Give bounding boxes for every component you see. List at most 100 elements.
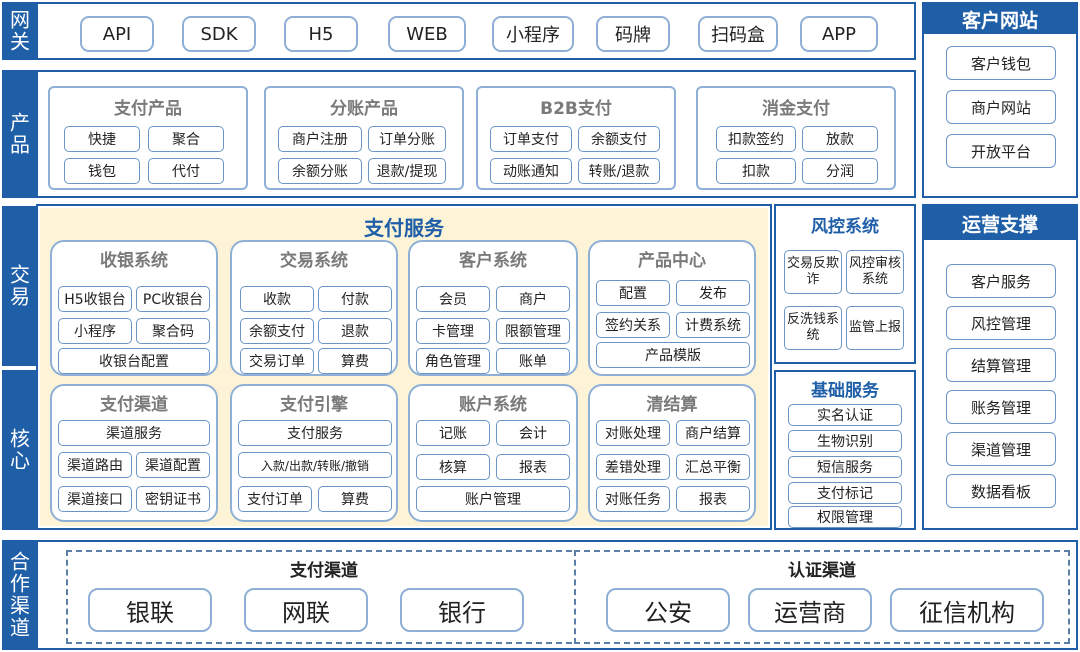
item-report[interactable]: 报表 (496, 454, 570, 480)
group-clearing-settlement: 清结算 对账处理 商户结算 差错处理 汇总平衡 对账任务 报表 (588, 384, 756, 522)
item-collect[interactable]: 收款 (240, 286, 314, 312)
item-transfer-refund[interactable]: 转账/退款 (578, 158, 660, 184)
pay-service-panel: 支付服务 收银系统 H5收银台 PC收银台 小程序 聚合码 收银台配置 交易系统… (40, 208, 768, 526)
item-pay-order[interactable]: 支付订单 (238, 486, 312, 512)
gateway-scan-box[interactable]: 扫码盒 (698, 16, 778, 52)
item-reconcile-task[interactable]: 对账任务 (596, 486, 670, 512)
item-channel-interface[interactable]: 渠道接口 (58, 486, 132, 512)
group-b2b-pay: B2B支付 订单支付 余额支付 动账通知 转账/退款 (476, 86, 676, 190)
item-anti-money-laundering[interactable]: 反洗钱系统 (784, 306, 842, 350)
item-refund[interactable]: 退款 (318, 318, 392, 344)
partner-credit-agency[interactable]: 征信机构 (890, 588, 1044, 632)
partner-unionpay[interactable]: 银联 (88, 588, 212, 632)
group-consumer-finance-pay: 消金支付 扣款签约 放款 扣款 分润 (696, 86, 896, 190)
item-payout[interactable]: 代付 (148, 158, 224, 184)
gateway-app[interactable]: APP (800, 16, 878, 52)
item-account-manage[interactable]: 账户管理 (416, 486, 570, 512)
item-cashier-config[interactable]: 收银台配置 (58, 348, 210, 374)
item-error-handle[interactable]: 差错处理 (596, 454, 670, 480)
group-customer-system: 客户系统 会员 商户 卡管理 限额管理 角色管理 账单 (408, 240, 578, 376)
item-ledger-manage[interactable]: 账务管理 (946, 390, 1056, 424)
item-bill[interactable]: 账单 (496, 348, 570, 374)
item-key-cert[interactable]: 密钥证书 (136, 486, 210, 512)
item-sms-service[interactable]: 短信服务 (788, 456, 902, 478)
partner-bank[interactable]: 银行 (400, 588, 524, 632)
item-order-split[interactable]: 订单分账 (368, 126, 446, 152)
item-balance-pay[interactable]: 余额支付 (240, 318, 314, 344)
item-permission-manage[interactable]: 权限管理 (788, 506, 902, 528)
item-pay-token[interactable]: 支付标记 (788, 482, 902, 504)
item-aggregate[interactable]: 聚合 (148, 126, 224, 152)
item-risk-review[interactable]: 风控审核系统 (846, 250, 904, 294)
group-title: 支付渠道 (100, 395, 168, 415)
item-channel-config[interactable]: 渠道配置 (136, 452, 210, 478)
item-merchant-register[interactable]: 商户注册 (278, 126, 362, 152)
item-balance-split[interactable]: 余额分账 (278, 158, 362, 184)
item-regulatory-report[interactable]: 监管上报 (846, 306, 904, 350)
ops-title: 运营支撑 (924, 206, 1076, 240)
merchant-site[interactable]: 商户网站 (946, 90, 1056, 124)
item-limit-manage[interactable]: 限额管理 (496, 318, 570, 344)
item-channel-manage[interactable]: 渠道管理 (946, 432, 1056, 466)
item-biometric[interactable]: 生物识别 (788, 430, 902, 452)
item-reconcile-calc[interactable]: 核算 (416, 454, 490, 480)
item-config[interactable]: 配置 (596, 280, 670, 306)
item-bookkeeping[interactable]: 记账 (416, 420, 490, 446)
item-debit-sign[interactable]: 扣款签约 (716, 126, 796, 152)
item-mini-program[interactable]: 小程序 (58, 318, 132, 344)
gateway-sdk[interactable]: SDK (182, 16, 256, 52)
item-order-pay[interactable]: 订单支付 (490, 126, 572, 152)
partner-carrier[interactable]: 运营商 (748, 588, 872, 632)
customer-wallet[interactable]: 客户钱包 (946, 46, 1056, 80)
open-platform[interactable]: 开放平台 (946, 134, 1056, 168)
item-fee-calc[interactable]: 算费 (318, 486, 392, 512)
gateway-mini-program[interactable]: 小程序 (492, 16, 574, 52)
partner-netsunion[interactable]: 网联 (244, 588, 368, 632)
item-aggregate-code[interactable]: 聚合码 (136, 318, 210, 344)
gateway-api[interactable]: API (80, 16, 154, 52)
item-channel-service[interactable]: 渠道服务 (58, 420, 210, 446)
item-debit[interactable]: 扣款 (716, 158, 796, 184)
partner-public-security[interactable]: 公安 (606, 588, 730, 632)
item-loan-release[interactable]: 放款 (802, 126, 878, 152)
side-label-core: 核心 (2, 370, 36, 530)
item-balance-pay[interactable]: 余额支付 (578, 126, 660, 152)
item-risk-manage[interactable]: 风控管理 (946, 306, 1056, 340)
gateway-frame: API SDK H5 WEB 小程序 码牌 扫码盒 APP (36, 2, 916, 60)
item-billing-system[interactable]: 计费系统 (676, 312, 750, 338)
item-quick[interactable]: 快捷 (64, 126, 140, 152)
item-trade-order[interactable]: 交易订单 (240, 348, 314, 374)
item-merchant[interactable]: 商户 (496, 286, 570, 312)
gateway-h5[interactable]: H5 (284, 16, 358, 52)
item-report[interactable]: 报表 (676, 486, 750, 512)
gateway-web[interactable]: WEB (388, 16, 466, 52)
item-h5-cashier[interactable]: H5收银台 (58, 286, 132, 312)
item-customer-service[interactable]: 客户服务 (946, 264, 1056, 298)
item-accounting[interactable]: 会计 (496, 420, 570, 446)
item-product-template[interactable]: 产品模版 (596, 342, 750, 368)
item-reconcile-process[interactable]: 对账处理 (596, 420, 670, 446)
item-profit-share[interactable]: 分润 (802, 158, 878, 184)
item-merchant-settle[interactable]: 商户结算 (676, 420, 750, 446)
item-wallet[interactable]: 钱包 (64, 158, 140, 184)
item-data-dashboard[interactable]: 数据看板 (946, 474, 1056, 508)
base-frame: 基础服务 实名认证 生物识别 短信服务 支付标记 权限管理 (774, 370, 916, 530)
gateway-code-card[interactable]: 码牌 (596, 16, 670, 52)
item-settle-manage[interactable]: 结算管理 (946, 348, 1056, 382)
item-card-manage[interactable]: 卡管理 (416, 318, 490, 344)
item-realname-auth[interactable]: 实名认证 (788, 404, 902, 426)
item-in-out-transfer-cancel[interactable]: 入款/出款/转账/撤销 (238, 452, 392, 478)
item-summary-balance[interactable]: 汇总平衡 (676, 454, 750, 480)
item-member[interactable]: 会员 (416, 286, 490, 312)
item-sign-relation[interactable]: 签约关系 (596, 312, 670, 338)
item-movement-notice[interactable]: 动账通知 (490, 158, 572, 184)
item-role-manage[interactable]: 角色管理 (416, 348, 490, 374)
item-refund-withdraw[interactable]: 退款/提现 (368, 158, 446, 184)
item-anti-fraud[interactable]: 交易反欺诈 (784, 250, 842, 294)
item-channel-route[interactable]: 渠道路由 (58, 452, 132, 478)
item-pc-cashier[interactable]: PC收银台 (136, 286, 210, 312)
item-publish[interactable]: 发布 (676, 280, 750, 306)
item-pay-service[interactable]: 支付服务 (238, 420, 392, 446)
item-fee-calc[interactable]: 算费 (318, 348, 392, 374)
item-pay[interactable]: 付款 (318, 286, 392, 312)
